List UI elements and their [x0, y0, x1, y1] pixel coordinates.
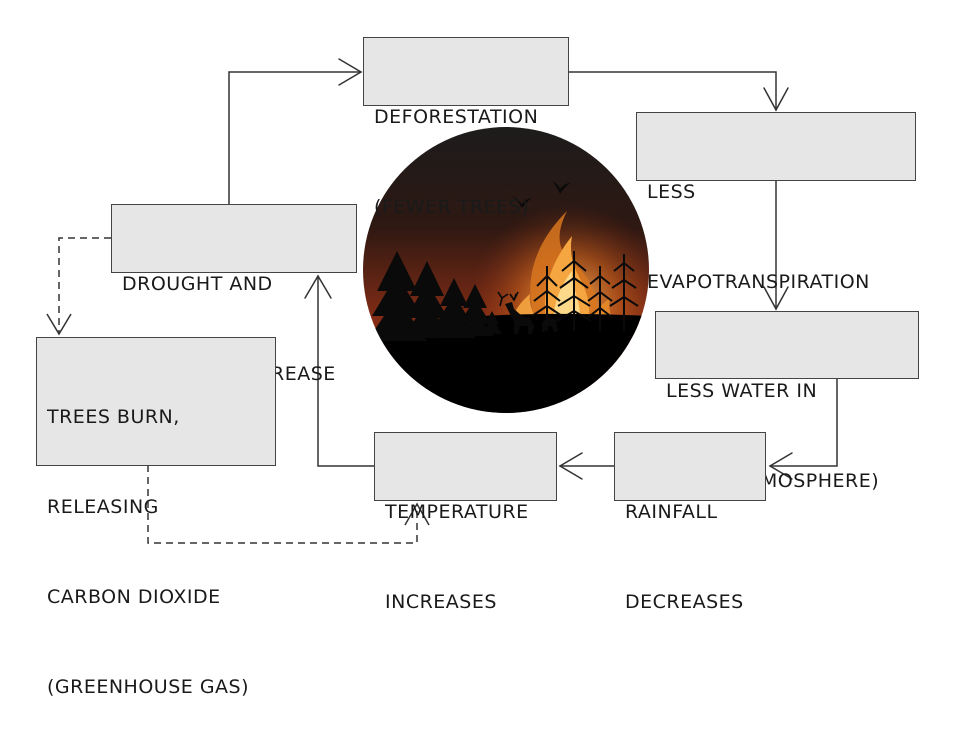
box-rainfall-line-2: DECREASES: [625, 591, 744, 613]
box-trees-burn-line-2: RELEASING: [47, 496, 159, 518]
arrowhead-temperature: [558, 452, 583, 480]
arrowhead-deforestation: [338, 58, 363, 86]
box-evapotranspiration-line-2: EVAPOTRANSPIRATION: [647, 271, 870, 293]
connectors-layer: [46, 58, 838, 544]
arrowhead-temperature-dashed: [404, 502, 430, 526]
box-trees-burn-line-4: (GREENHOUSE GAS): [47, 676, 250, 698]
arrowhead-trees-burn: [46, 313, 72, 336]
box-temperature-line-1: TEMPERATURE: [385, 501, 529, 523]
edge-drought-to-trees-burn: [58, 237, 111, 334]
edge-temperature-to-drought: [317, 275, 375, 467]
box-deforestation-line-2: (FEWER TREES): [374, 196, 530, 218]
birds-icon: [512, 181, 570, 208]
ground-hill: [363, 313, 649, 413]
box-rainfall-decreases: RAINFALL DECREASES: [614, 432, 766, 613]
box-deforestation-line-1: DEFORESTATION: [374, 106, 539, 128]
box-less-water-line-1: LESS WATER IN: [666, 380, 818, 402]
box-deforestation: DEFORESTATION (FEWER TREES): [363, 37, 569, 218]
box-temperature-line-2: INCREASES: [385, 591, 497, 613]
box-temperature-increases: TEMPERATURE INCREASES: [374, 432, 557, 613]
edge-drought-to-deforestation: [228, 71, 362, 205]
box-less-evapotranspiration: LESS EVAPOTRANSPIRATION: [636, 112, 916, 293]
arrowhead-evapotranspiration: [763, 87, 789, 112]
arrowhead-less-water: [763, 286, 789, 311]
wildfire-illustration: [363, 127, 649, 413]
pine-trees-icon: [367, 251, 502, 341]
box-trees-burn-line-3: CARBON DIOXIDE: [47, 586, 221, 608]
box-less-water: LESS WATER IN LOCAL ATMOSPHERE): [655, 311, 919, 492]
arrowhead-rainfall: [768, 452, 793, 480]
arrowhead-drought: [304, 274, 332, 299]
box-evapotranspiration-line-1: LESS: [647, 181, 696, 203]
box-drought-wildfires: DROUGHT AND WILDFIRES INCREASE: [111, 204, 357, 385]
edge-less-water-to-rainfall: [769, 377, 838, 467]
edge-deforestation-to-evapotranspiration: [567, 71, 777, 111]
box-rainfall-line-1: RAINFALL: [625, 501, 718, 523]
box-drought-line-1: DROUGHT AND: [122, 273, 273, 295]
edge-trees-burn-to-temperature: [147, 465, 418, 544]
burning-trees-icon: [531, 251, 639, 331]
box-trees-burn: TREES BURN, RELEASING CARBON DIOXIDE (GR…: [36, 337, 276, 698]
box-trees-burn-line-1: TREES BURN,: [47, 406, 180, 428]
